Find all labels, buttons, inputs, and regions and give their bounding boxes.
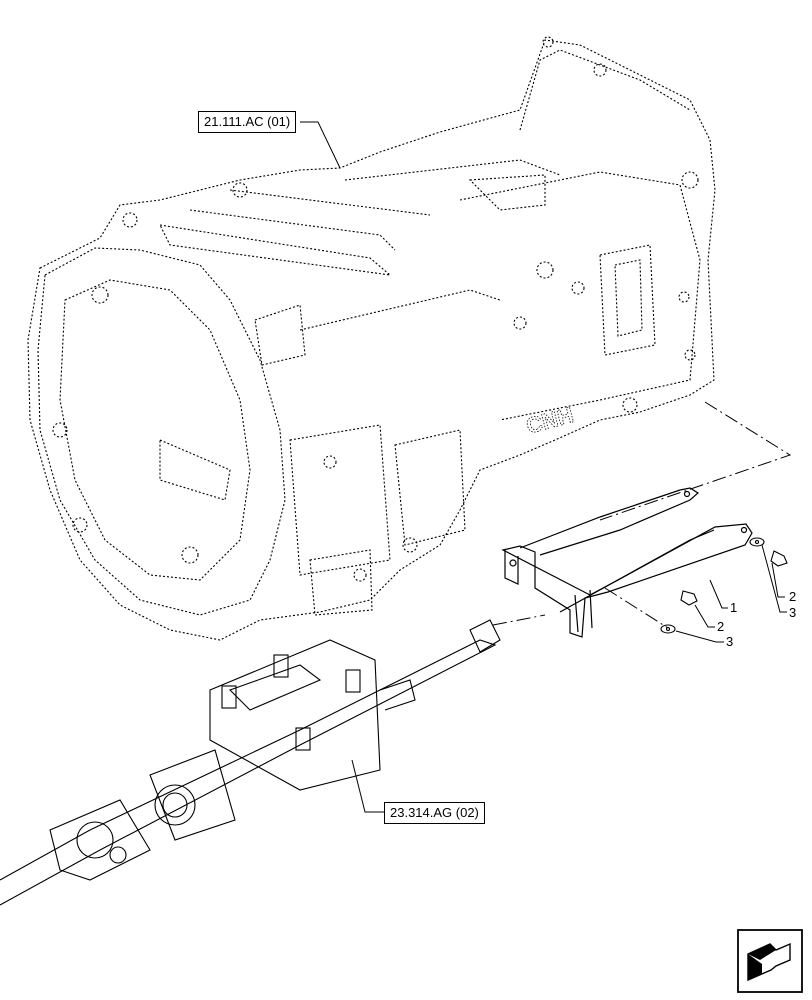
- next-page-arrow-icon[interactable]: [737, 929, 803, 993]
- transmission-housing: [27, 36, 716, 641]
- bolt-left: [680, 590, 698, 606]
- callout-3: 3: [726, 634, 734, 649]
- leader-lines: [300, 121, 787, 813]
- callout-1: 1: [730, 600, 738, 615]
- driveshaft-assembly: [0, 619, 501, 906]
- bolt-right: [770, 550, 788, 567]
- alignment-lines: [492, 401, 792, 629]
- callout-2: 2: [717, 619, 725, 634]
- bracket-part: [501, 487, 753, 638]
- reference-box-top[interactable]: 21.111.AC (01): [198, 111, 297, 133]
- callout-2-right: 2: [789, 589, 797, 604]
- washer-left: [660, 624, 676, 634]
- housing-logo: CNH: [524, 402, 577, 438]
- callout-3-right: 3: [789, 605, 797, 620]
- washer-right: [749, 537, 765, 547]
- fasteners: [660, 537, 788, 634]
- reference-box-bottom[interactable]: 23.314.AG (02): [384, 802, 485, 824]
